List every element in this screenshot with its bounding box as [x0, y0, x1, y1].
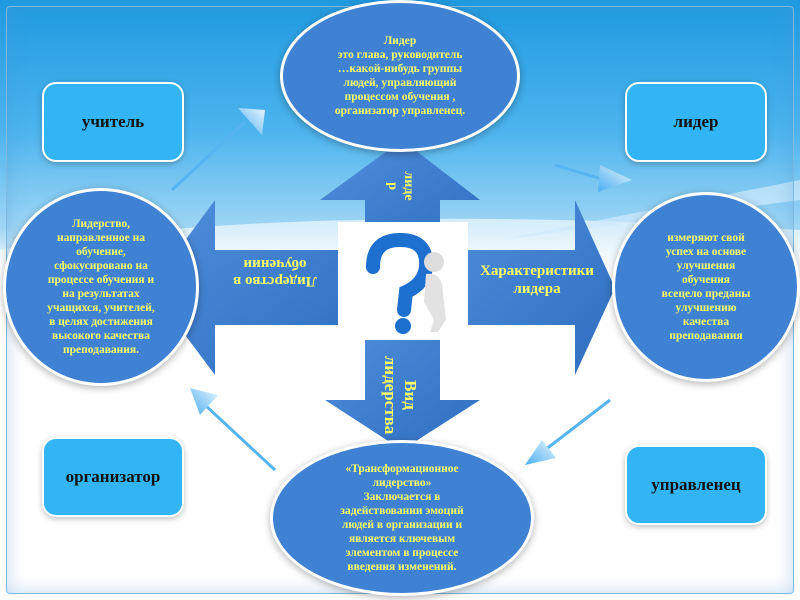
- oval-leader-definition: Лидер это глава, руководитель …какой-ниб…: [280, 0, 520, 152]
- oval-transformational-leadership: «Трансформационное лидерство» Заключаетс…: [270, 440, 534, 596]
- box-organizer: организатор: [42, 437, 184, 517]
- question-mark-icon: [366, 232, 446, 334]
- arrow-down-label: Вид лидерства: [381, 355, 420, 435]
- oval-text: измеряют свой успех на основе улучшения …: [661, 232, 751, 342]
- box-manager: управленец: [625, 445, 767, 525]
- box-label: учитель: [81, 112, 145, 131]
- connector-arrows: [170, 108, 632, 472]
- oval-text: Лидерство, направленное на обучение, сфо…: [47, 218, 155, 356]
- arrow-left: [150, 200, 365, 375]
- question-figure-image: [338, 222, 468, 340]
- oval-text: «Трансформационное лидерство» Заключаетс…: [340, 463, 464, 573]
- arrow-right-label: Характеристики лидера: [480, 263, 594, 297]
- box-leader: лидер: [625, 82, 767, 162]
- box-label: лидер: [673, 112, 719, 131]
- arrow-down: [325, 325, 480, 450]
- arrow-up-label: лиде р: [385, 171, 416, 201]
- box-teacher: учитель: [42, 82, 184, 162]
- box-label: организатор: [65, 467, 161, 486]
- arrow-left-label: Лидерство в обучении: [233, 256, 317, 289]
- oval-leader-characteristics: измеряют свой успех на основе улучшения …: [612, 192, 800, 382]
- oval-text: Лидер это глава, руководитель …какой-ниб…: [334, 35, 466, 117]
- arrow-right: [440, 200, 615, 375]
- oval-learning-leadership: Лидерство, направленное на обучение, сфо…: [3, 188, 199, 386]
- box-label: управленец: [651, 475, 741, 494]
